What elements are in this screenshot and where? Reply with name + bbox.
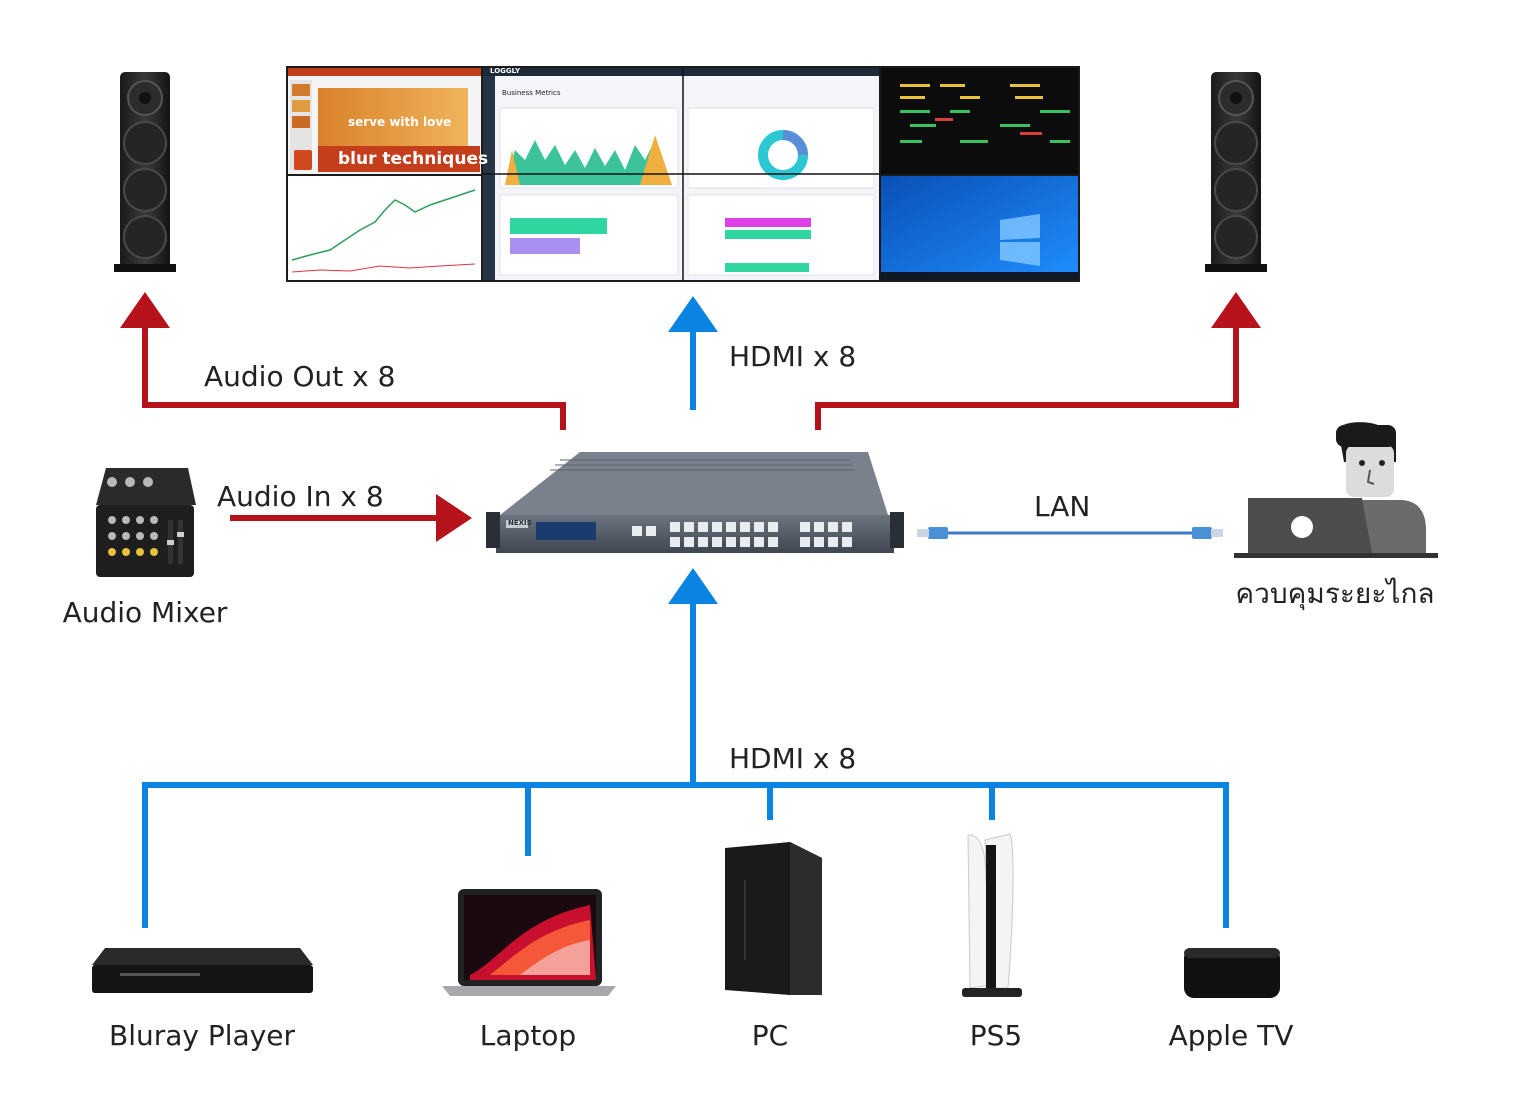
hdmi-out-label: HDMI x 8 <box>729 340 857 373</box>
hdmi-in-arrow <box>668 568 718 604</box>
audio-in-label: Audio In x 8 <box>217 480 384 513</box>
matrix-switcher-icon <box>486 452 904 553</box>
remote-user-icon <box>1234 422 1438 558</box>
source-label-pc: PC <box>751 1019 789 1052</box>
speaker-left-icon <box>114 72 176 272</box>
bluray-player-icon <box>92 948 313 993</box>
audio-mixer-label: Audio Mixer <box>62 596 228 629</box>
audio-mixer-icon <box>96 468 196 577</box>
source-label-bluray: Bluray Player <box>108 1019 296 1052</box>
source-label-apple-tv: Apple TV <box>1168 1019 1294 1052</box>
lan-cable <box>917 527 1223 539</box>
video-wall-icon <box>286 66 1080 282</box>
hdmi-in-label: HDMI x 8 <box>729 742 857 775</box>
dashboard-title: Business Metrics <box>502 89 561 97</box>
pc-icon <box>725 842 822 995</box>
audio-out-right-line <box>815 318 1239 430</box>
audio-out-left-arrow <box>120 292 170 328</box>
dashboard-brand: LOGGLY <box>490 67 521 75</box>
hdmi-in-bus <box>142 782 1229 928</box>
lan-label: LAN <box>1034 490 1091 523</box>
hdmi-out-arrow <box>668 296 718 332</box>
speaker-right-icon <box>1205 72 1267 272</box>
slide-line1: serve with love <box>348 115 452 129</box>
apple-tv-icon <box>1184 948 1280 998</box>
audio-out-left-line <box>142 318 566 430</box>
audio-out-label: Audio Out x 8 <box>204 360 396 393</box>
laptop-icon <box>442 889 616 996</box>
ps5-icon <box>962 833 1022 997</box>
slide-line2: blur techniques <box>338 149 489 169</box>
audio-out-right-arrow <box>1211 292 1261 328</box>
remote-control-label: ควบคุมระยะไกล <box>1235 577 1435 610</box>
audio-in-arrow <box>436 494 472 542</box>
source-label-ps5: PS5 <box>969 1019 1023 1052</box>
source-label-laptop: Laptop <box>479 1019 577 1052</box>
device-brand: NEXIS <box>508 519 532 527</box>
